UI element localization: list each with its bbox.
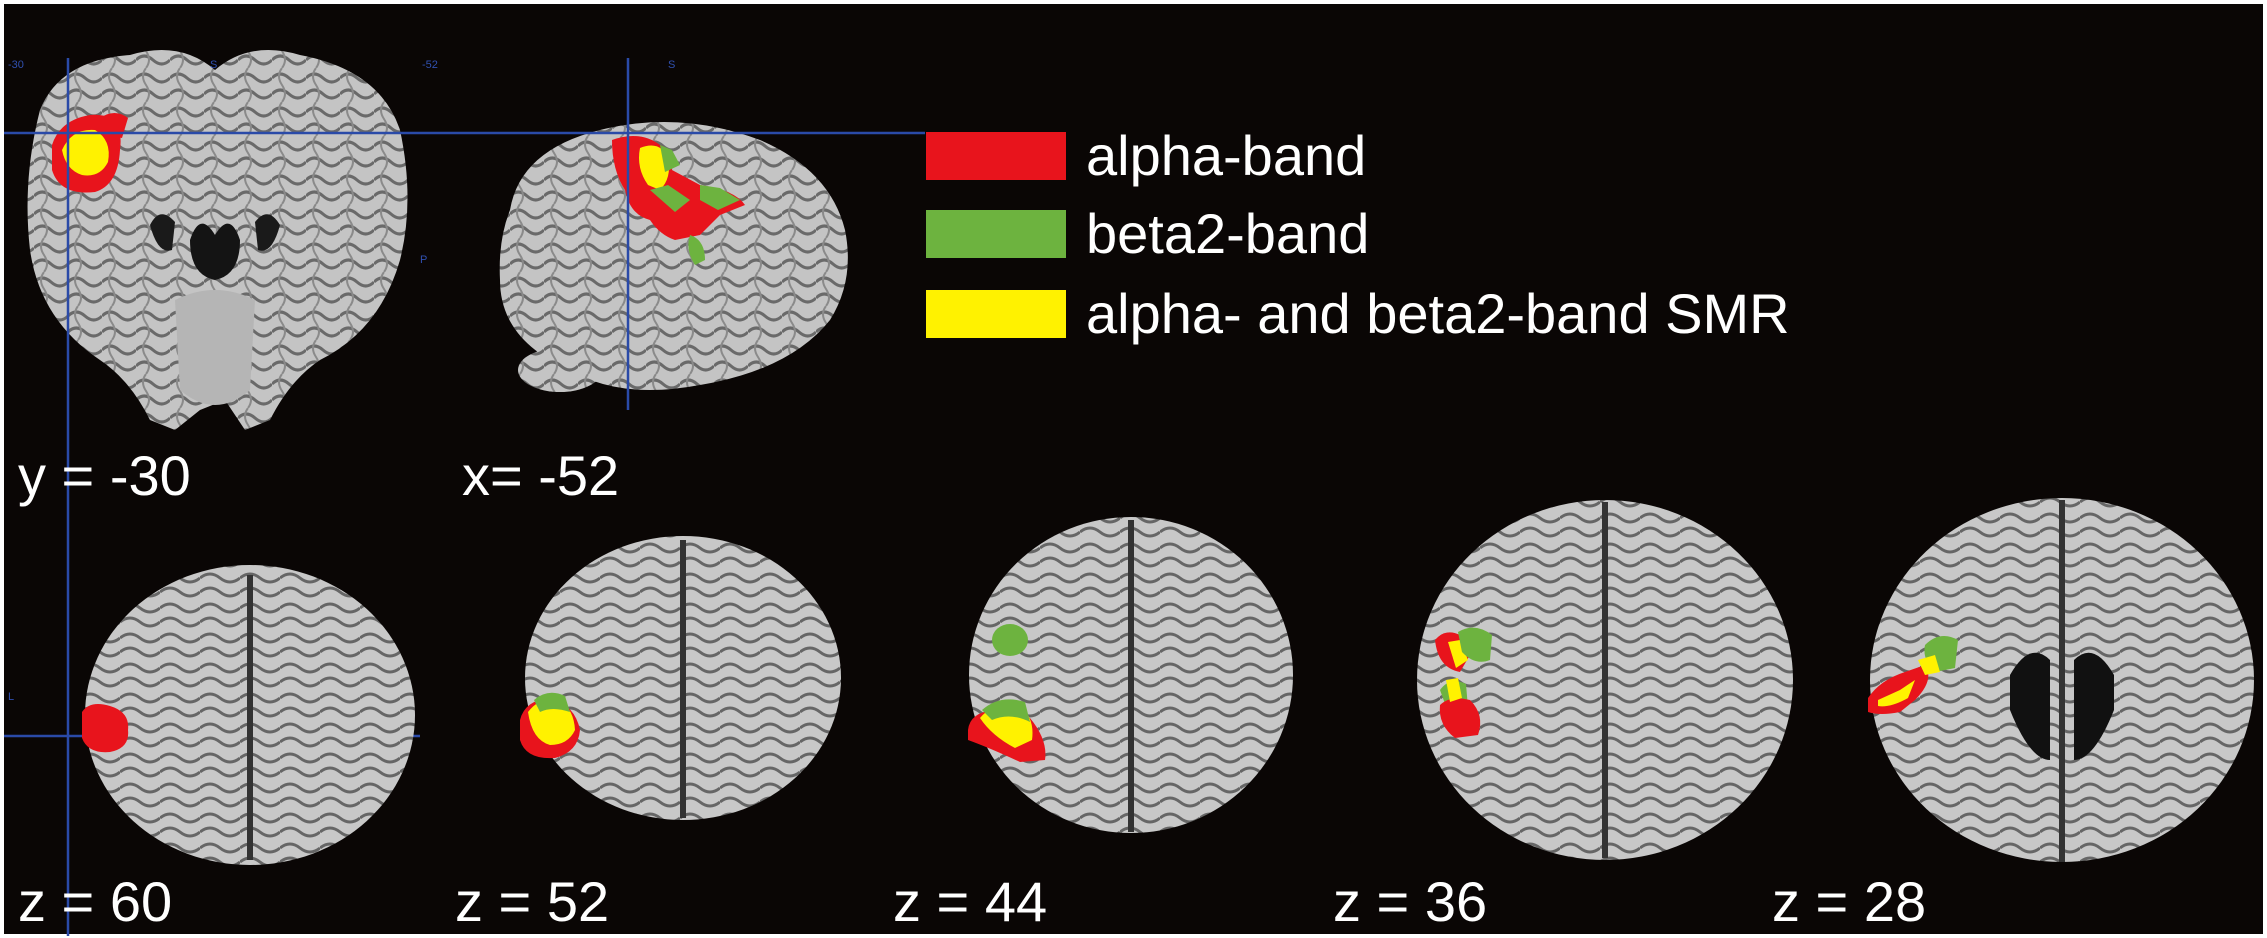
axial-slice-label-z28: z = 28	[1772, 870, 1927, 933]
axial-slice-z52-image	[520, 536, 841, 820]
axial-slice-label-z60: z = 60	[18, 870, 173, 933]
axial-slice-z44-image	[968, 517, 1293, 833]
axial-side-tick: L	[8, 691, 15, 703]
axial-slice-label-z52: z = 52	[455, 870, 610, 933]
legend-label-beta2: beta2-band	[1086, 202, 1370, 265]
legend-label-alpha: alpha-band	[1086, 124, 1367, 187]
legend-item-beta2: beta2-band	[926, 206, 1369, 262]
coronal-top-tick: S	[210, 59, 218, 71]
sagittal-slice-image	[499, 122, 848, 392]
sagittal-slice-label: x= -52	[462, 444, 620, 507]
coronal-left-tick: -30	[8, 59, 24, 71]
coronal-slice-label: y = -30	[18, 444, 191, 507]
legend-label-overlap: alpha- and beta2-band SMR	[1086, 282, 1790, 345]
sagittal-side-tick: P	[420, 254, 428, 266]
axial-slice-label-z44: z = 44	[893, 870, 1048, 933]
sagittal-top-tick: S	[668, 59, 676, 71]
legend-swatch-beta2	[926, 210, 1066, 258]
axial-slice-z60-image	[82, 565, 415, 865]
legend-swatch-alpha	[926, 132, 1066, 180]
legend-swatch-overlap	[926, 290, 1066, 338]
coronal-right-tick: -52	[422, 59, 438, 71]
legend-item-overlap: alpha- and beta2-band SMR	[926, 286, 1790, 342]
legend-item-alpha: alpha-band	[926, 128, 1366, 184]
axial-slice-z28-image	[1868, 498, 2254, 862]
crosshair-lines	[4, 58, 925, 936]
axial-slice-z36-image	[1417, 500, 1793, 860]
axial-slice-label-z36: z = 36	[1333, 870, 1488, 933]
